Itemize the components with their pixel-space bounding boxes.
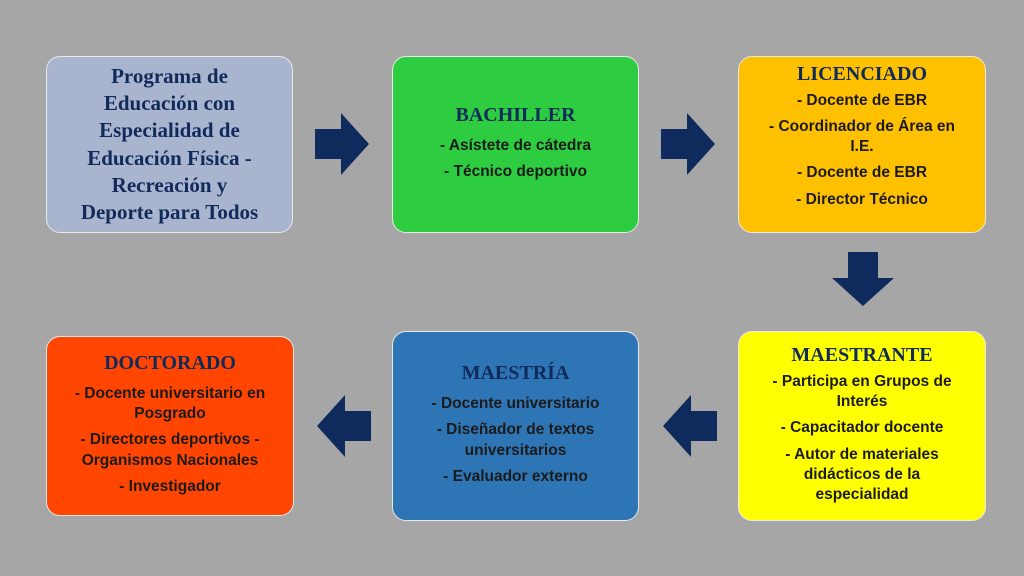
bachiller-item: - Técnico deportivo (444, 163, 587, 180)
doctorado-item: - Docente universitario en Posgrado (74, 385, 266, 423)
doctorado-box: DOCTORADO - Docente universitario en Pos… (46, 336, 294, 516)
arrow-right-icon (661, 113, 715, 175)
doctorado-title: DOCTORADO (104, 352, 236, 375)
maestria-item: - Evaluador externo (443, 467, 588, 485)
maestria-box: MAESTRÍA - Docente universitario - Diseñ… (392, 331, 639, 521)
bachiller-title: BACHILLER (455, 103, 576, 126)
arrow-left-icon (663, 395, 717, 457)
maestria-item: - Diseñador de textos universitarios (436, 421, 595, 459)
licenciado-item: - Docente de EBR (796, 92, 928, 109)
maestrante-item: - Participa en Grupos de Interés (772, 373, 952, 411)
licenciado-box: LICENCIADO - Docente de EBR - Coordinado… (738, 56, 986, 233)
programa-title-line: Deporte para Todos (80, 200, 259, 225)
arrow-left-icon (317, 395, 371, 457)
programa-title-line: Recreación y (111, 172, 228, 197)
maestrante-item: - Autor de materiales didácticos de la e… (785, 445, 939, 503)
programa-title-line: Educación Física - (87, 145, 252, 170)
licenciado-title: LICENCIADO (796, 63, 928, 85)
bachiller-item: - Asístete de cátedra (439, 136, 592, 154)
maestria-item: - Docente universitario (431, 395, 600, 413)
doctorado-item: - Investigador (119, 477, 221, 495)
maestrante-title: MAESTRANTE (791, 344, 933, 367)
maestria-title: MAESTRÍA (461, 362, 570, 385)
licenciado-item: - Coordinador de Área en I.E. (768, 118, 956, 156)
maestrante-box: MAESTRANTE - Participa en Grupos de Inte… (738, 331, 986, 521)
doctorado-item: - Directores deportivos - Organismos Nac… (80, 431, 260, 469)
licenciado-item: - Director Técnico (796, 190, 928, 208)
maestrante-item: - Capacitador docente (780, 419, 944, 437)
arrow-right-icon (315, 113, 369, 175)
licenciado-item: - Docente de EBR (796, 164, 928, 182)
arrow-down-icon (832, 252, 894, 306)
programa-title: Programa de Educación con Especialidad d… (81, 63, 258, 227)
programa-box: Programa de Educación con Especialidad d… (46, 56, 293, 233)
programa-title-line: Educación con (103, 90, 236, 115)
programa-title-line: Especialidad de (99, 118, 240, 143)
programa-title-line: Programa de (111, 63, 228, 88)
bachiller-box: BACHILLER - Asístete de cátedra - Técnic… (392, 56, 639, 233)
